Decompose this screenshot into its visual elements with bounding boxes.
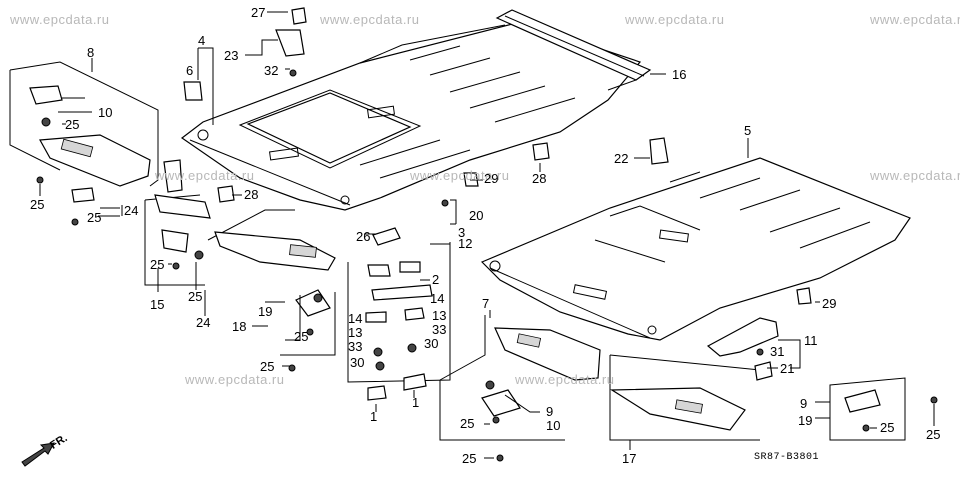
callout-8: 8 <box>87 45 95 60</box>
callout-17: 17 <box>622 451 637 466</box>
callout-7: 7 <box>482 296 490 311</box>
headliner-upper <box>180 21 642 211</box>
callout-12: 12 <box>458 236 473 251</box>
front-arrow <box>21 442 55 467</box>
sun-visor-middle <box>207 209 336 356</box>
watermark: www.epcdata.ru <box>10 12 110 27</box>
callout-24: 24 <box>196 315 211 330</box>
callout-25: 25 <box>462 451 477 466</box>
callout-25: 25 <box>460 416 475 431</box>
callout-1: 1 <box>412 395 420 410</box>
watermark: www.epcdata.ru <box>410 168 510 183</box>
callout-32: 32 <box>264 63 279 78</box>
callout-30: 30 <box>424 336 439 351</box>
callout-13: 13 <box>348 325 363 340</box>
callout-25: 25 <box>87 210 102 225</box>
sun-visor-upper-left <box>9 61 159 187</box>
callout-25: 25 <box>294 329 309 344</box>
callout-25: 25 <box>30 197 45 212</box>
callout-29: 29 <box>484 171 499 186</box>
visor-bracket-group <box>144 159 211 286</box>
callout-10: 10 <box>546 418 561 433</box>
callout-33: 33 <box>348 339 363 354</box>
callout-25: 25 <box>150 257 165 272</box>
callout-21: 21 <box>780 361 795 376</box>
callout-14: 14 <box>348 311 363 326</box>
watermark: www.epcdata.ru <box>625 12 725 27</box>
callout-28: 28 <box>244 187 259 202</box>
watermark: www.epcdata.ru <box>515 372 615 387</box>
callout-24: 24 <box>124 203 139 218</box>
callout-2: 2 <box>432 272 440 287</box>
callout-25: 25 <box>260 359 275 374</box>
callout-16: 16 <box>672 67 687 82</box>
watermark: www.epcdata.ru <box>155 168 255 183</box>
callout-22: 22 <box>614 151 629 166</box>
callout-6: 6 <box>186 63 194 78</box>
callout-19: 19 <box>258 304 273 319</box>
watermark: www.epcdata.ru <box>185 372 285 387</box>
callout-19: 19 <box>798 413 813 428</box>
callout-10: 10 <box>98 105 113 120</box>
callout-14: 14 <box>430 291 445 306</box>
callout-9: 9 <box>800 396 808 411</box>
callout-31: 31 <box>770 344 785 359</box>
fasteners <box>36 7 938 462</box>
watermark: www.epcdata.ru <box>870 168 960 183</box>
roof-molding <box>495 9 652 91</box>
callout-26: 26 <box>356 229 371 244</box>
callout-28: 28 <box>532 171 547 186</box>
callout-25: 25 <box>880 420 895 435</box>
callout-9: 9 <box>546 404 554 419</box>
callout-3: 3 <box>458 225 466 240</box>
callout-29: 29 <box>822 296 837 311</box>
callout-33: 33 <box>432 322 447 337</box>
callout-25: 25 <box>65 117 80 132</box>
callout-1: 1 <box>370 409 378 424</box>
callout-13: 13 <box>432 308 447 323</box>
callout-11: 11 <box>804 333 818 348</box>
callout-20: 20 <box>469 208 484 223</box>
watermark: www.epcdata.ru <box>870 12 960 27</box>
callout-30: 30 <box>350 355 365 370</box>
headliner-lower <box>480 157 911 341</box>
callout-5: 5 <box>744 123 752 138</box>
watermark: www.epcdata.ru <box>320 12 420 27</box>
callout-18: 18 <box>232 319 247 334</box>
sun-visor-right <box>609 354 906 441</box>
callout-27: 27 <box>251 5 266 20</box>
callout-25: 25 <box>926 427 941 442</box>
leader-lines <box>39 11 935 459</box>
diagram-code: SR87-B3801 <box>754 452 820 463</box>
grab-handle <box>706 317 779 381</box>
callout-23: 23 <box>224 48 239 63</box>
sun-visor-lower <box>439 315 601 441</box>
clip-group <box>347 242 451 401</box>
callout-25: 25 <box>188 289 203 304</box>
callout-4: 4 <box>198 33 206 48</box>
callout-15: 15 <box>150 297 165 312</box>
